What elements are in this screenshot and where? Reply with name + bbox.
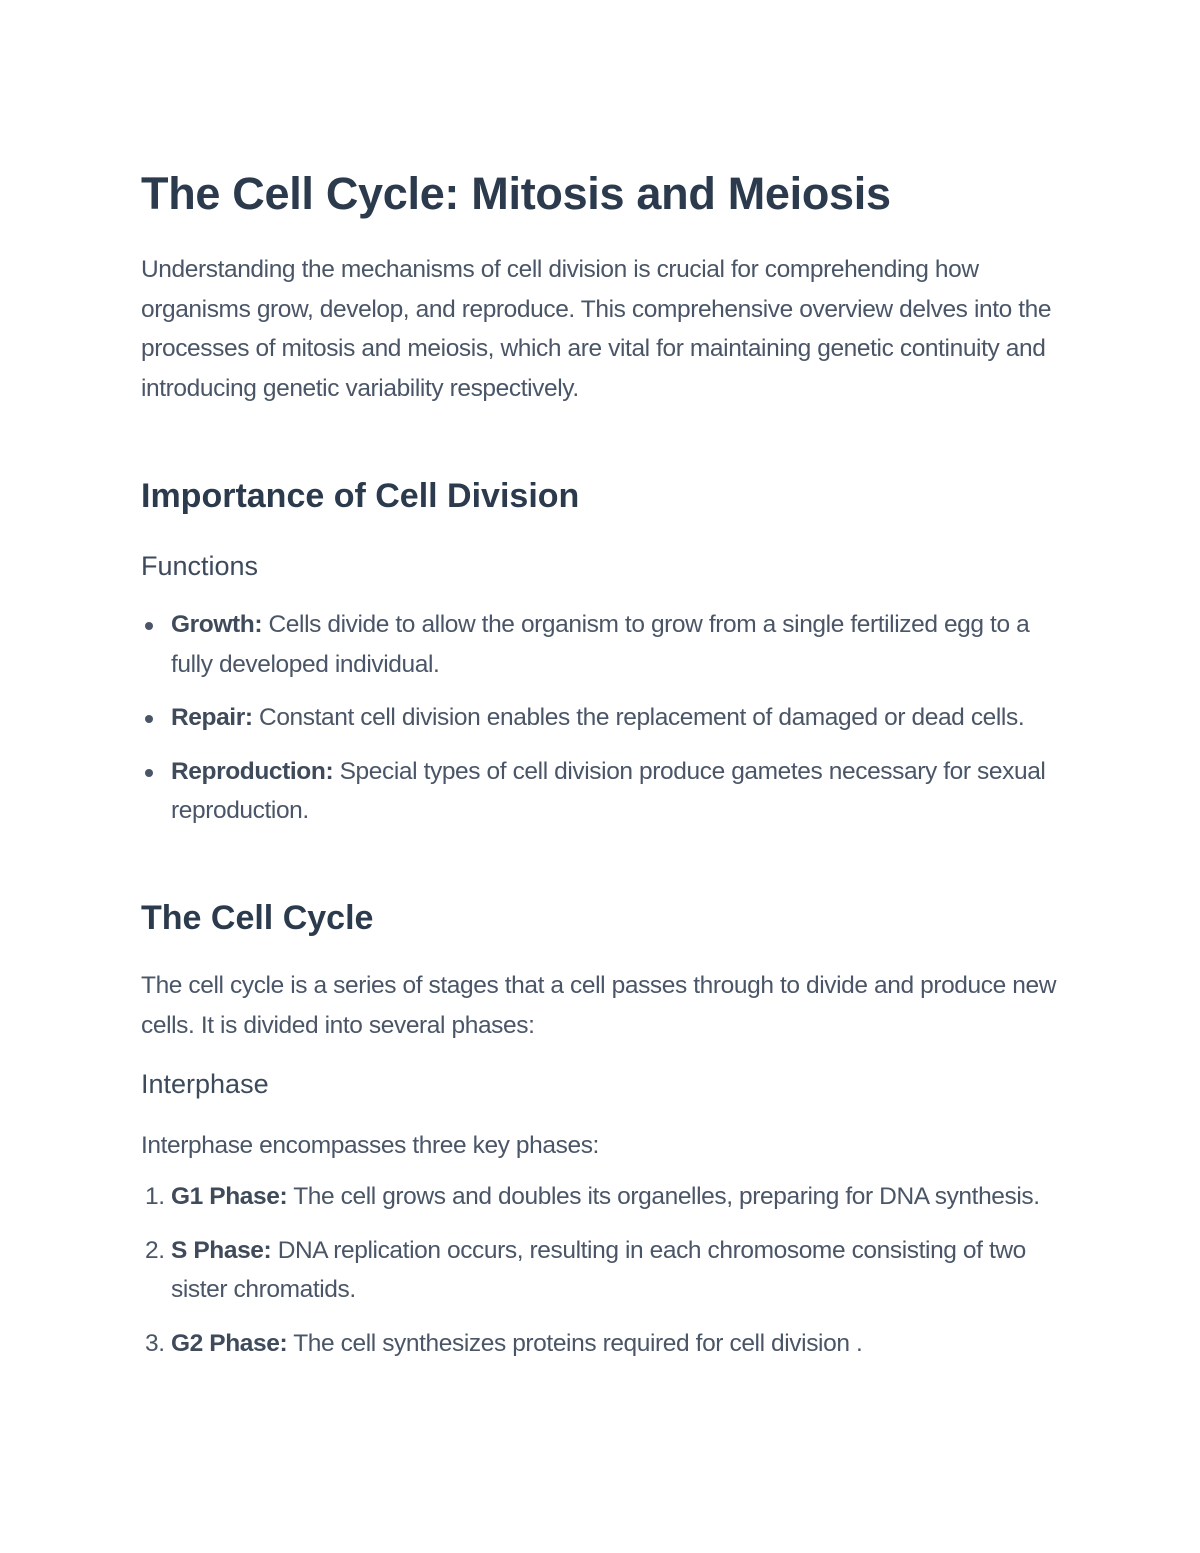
term-label: Repair: bbox=[171, 704, 253, 731]
bullet-icon bbox=[145, 768, 153, 777]
term-label: S Phase: bbox=[171, 1236, 272, 1264]
subheading-interphase: Interphase bbox=[141, 1069, 269, 1099]
term-label: G1 Phase: bbox=[171, 1183, 288, 1210]
functions-list: Growth: Cells divide to allow the organi… bbox=[141, 605, 1061, 845]
list-number: 1. bbox=[145, 1183, 165, 1210]
document-title: The Cell Cycle: Mitosis and Meiosis bbox=[141, 168, 891, 219]
item-text: Special types of cell division produce g… bbox=[171, 757, 1046, 825]
list-item-s-phase: 2. S Phase: DNA replication occurs, resu… bbox=[141, 1231, 1061, 1310]
item-text: The cell grows and doubles its organelle… bbox=[287, 1183, 1040, 1210]
term-label: Reproduction: bbox=[171, 757, 334, 785]
subheading-functions: Functions bbox=[141, 551, 259, 581]
list-item-g2-phase: 3. G2 Phase: The cell synthesizes protei… bbox=[141, 1324, 1061, 1364]
interphase-paragraph: Interphase encompasses three key phases: bbox=[141, 1132, 599, 1159]
term-label: Growth: bbox=[171, 611, 263, 638]
term-label: G2 Phase: bbox=[171, 1329, 288, 1357]
list-item-repair: Repair: Constant cell division enables t… bbox=[141, 698, 1061, 738]
item-text: Cells divide to allow the organism to gr… bbox=[171, 611, 1030, 678]
section-heading-importance: Importance of Cell Division bbox=[141, 477, 580, 515]
intro-paragraph: Understanding the mechanisms of cell div… bbox=[141, 256, 1052, 402]
interphase-phases-list: 1. G1 Phase: The cell grows and doubles … bbox=[141, 1177, 1061, 1377]
item-text: DNA replication occurs, resulting in eac… bbox=[171, 1236, 1026, 1304]
cell-cycle-paragraph: The cell cycle is a series of stages tha… bbox=[141, 972, 1056, 1039]
list-item-growth: Growth: Cells divide to allow the organi… bbox=[141, 605, 1061, 684]
section-heading-cell-cycle: The Cell Cycle bbox=[141, 899, 374, 937]
list-number: 2. bbox=[145, 1236, 165, 1264]
item-text: Constant cell division enables the repla… bbox=[252, 704, 1025, 731]
list-item-g1-phase: 1. G1 Phase: The cell grows and doubles … bbox=[141, 1177, 1061, 1217]
bullet-icon bbox=[145, 715, 153, 723]
bullet-icon bbox=[145, 622, 153, 630]
item-text: The cell synthesizes proteins required f… bbox=[287, 1329, 863, 1357]
list-number: 3. bbox=[145, 1329, 165, 1357]
list-item-reproduction: Reproduction: Special types of cell divi… bbox=[141, 752, 1061, 831]
